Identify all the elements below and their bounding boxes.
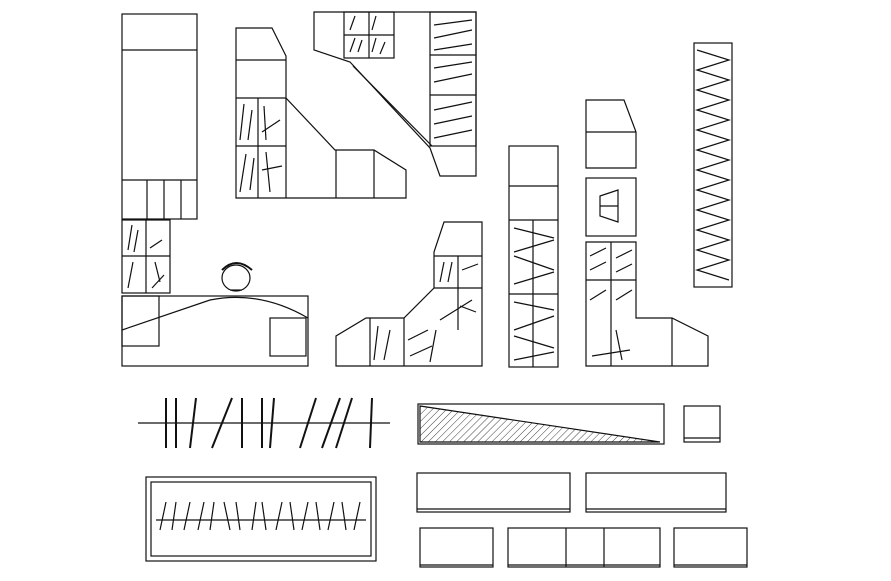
chair-seat-icon <box>221 264 251 292</box>
small-stool <box>683 405 721 443</box>
wardrobe-with-bed <box>121 13 198 294</box>
l-shaped-closet-right <box>585 99 709 367</box>
tall-shelf-far-right <box>693 42 733 288</box>
l-shaped-closet-bottom-center <box>335 221 483 367</box>
corner-closet-top-center <box>313 11 477 177</box>
drawer-units <box>416 472 748 568</box>
l-shaped-closet-top-left <box>235 27 407 199</box>
office-desk-with-chair <box>121 262 309 367</box>
tall-cabinet-center <box>508 145 559 368</box>
shelf-elevation-row <box>138 397 390 449</box>
framed-shelf <box>145 476 377 562</box>
wedge-counter <box>417 403 665 445</box>
